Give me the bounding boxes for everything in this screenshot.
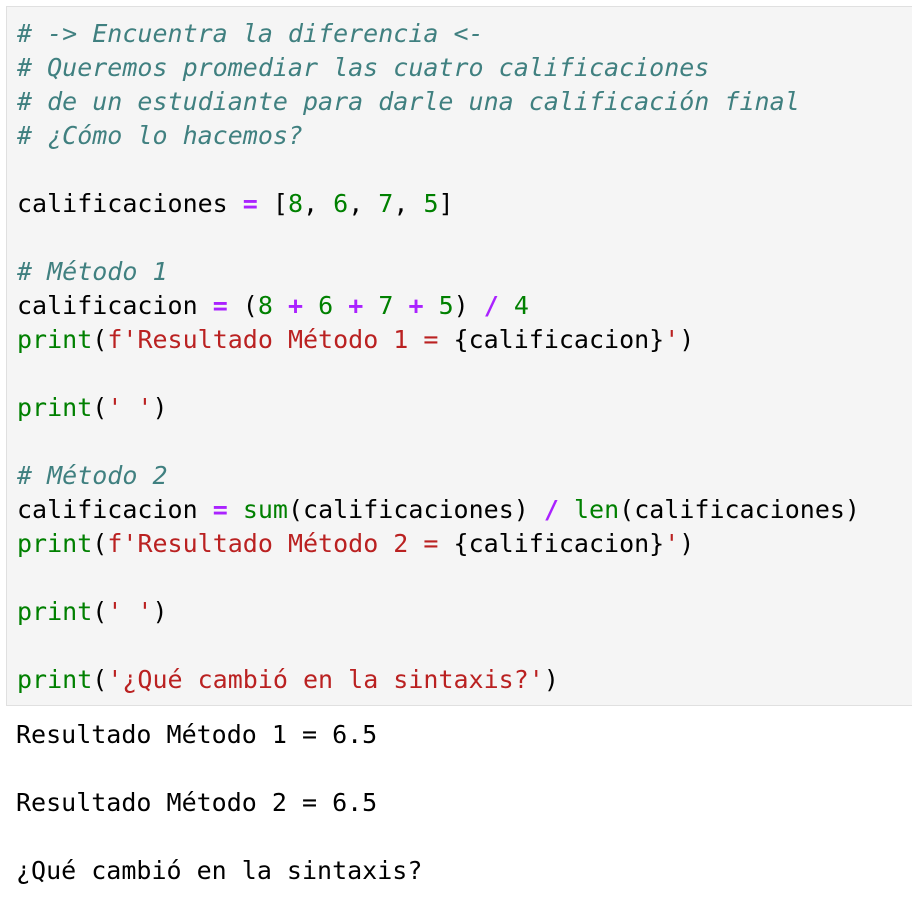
number: 4 xyxy=(513,291,529,320)
number: 5 xyxy=(438,291,454,320)
code-line-print-space-2: print(' ') xyxy=(17,597,168,626)
comment: # Método 1 xyxy=(17,257,168,286)
code-line-1: # -> Encuentra la diferencia <- xyxy=(17,17,860,51)
comment: # Método 2 xyxy=(17,461,168,490)
number: 5 xyxy=(423,189,439,218)
operator: + xyxy=(287,291,304,320)
string: Resultado Método 2 = xyxy=(137,529,454,558)
output-line-blank xyxy=(16,820,422,854)
code-line-print-question: print('¿Qué cambió en la sintaxis?') xyxy=(17,665,559,694)
number: 7 xyxy=(378,291,394,320)
code-line-blank xyxy=(17,357,860,391)
operator: = xyxy=(242,189,258,218)
interpolation: {calificacion} xyxy=(453,529,665,558)
output-line-1: Resultado Método 1 = 6.5 xyxy=(16,720,378,749)
number: 8 xyxy=(287,189,304,218)
code-line-method1-print: print(f'Resultado Método 1 = {calificaci… xyxy=(17,325,695,354)
code-line-blank xyxy=(17,629,860,663)
operator: + xyxy=(348,291,364,320)
builtin: print xyxy=(17,393,93,422)
code-line-blank xyxy=(17,221,860,255)
string: Resultado Método 1 = xyxy=(137,325,454,354)
code-cell[interactable]: # -> Encuentra la diferencia <- # Queremo… xyxy=(6,6,912,706)
string: ' ' xyxy=(107,597,153,626)
variable: calificacion xyxy=(17,291,198,320)
code-line-3: # de un estudiante para darle una califi… xyxy=(17,85,860,119)
string: ' ' xyxy=(107,393,153,422)
code-line-comment-method1: # Método 1 xyxy=(17,255,860,289)
output-line-2: Resultado Método 2 = 6.5 xyxy=(16,788,378,817)
builtin: print xyxy=(17,529,93,558)
operator: + xyxy=(408,291,424,320)
number: 6 xyxy=(333,189,349,218)
variable: calificaciones xyxy=(303,495,514,524)
builtin: sum xyxy=(242,495,288,524)
string: f' xyxy=(107,529,138,558)
code-line-method1-calc: calificacion = (8 + 6 + 7 + 5) / 4 xyxy=(17,291,529,320)
operator: = xyxy=(212,291,228,320)
comment: # ¿Cómo lo hacemos? xyxy=(17,121,303,150)
number: 8 xyxy=(257,291,273,320)
code-line-method2-print: print(f'Resultado Método 2 = {calificaci… xyxy=(17,529,695,558)
code-line-list: calificaciones = [8, 6, 7, 5] xyxy=(17,189,454,218)
comment: # Queremos promediar las cuatro califica… xyxy=(17,53,710,82)
code-line-4: # ¿Cómo lo hacemos? xyxy=(17,119,860,153)
number: 6 xyxy=(318,291,334,320)
variable: calificaciones xyxy=(17,189,228,218)
string: f' xyxy=(107,325,138,354)
output-line-blank xyxy=(16,752,422,786)
code-line-blank xyxy=(17,561,860,595)
comment: # -> Encuentra la diferencia <- xyxy=(17,19,484,48)
code-line-2: # Queremos promediar las cuatro califica… xyxy=(17,51,860,85)
string: ' xyxy=(664,325,680,354)
code-line-blank xyxy=(17,425,860,459)
builtin: print xyxy=(17,665,93,694)
output-line-3: ¿Qué cambió en la sintaxis? xyxy=(16,856,423,885)
operator: / xyxy=(483,291,499,320)
number: 7 xyxy=(378,189,394,218)
builtin: len xyxy=(573,495,620,524)
code-line-method2-calc: calificacion = sum(calificaciones) / len… xyxy=(17,495,860,524)
variable: calificaciones xyxy=(634,495,845,524)
comment: # de un estudiante para darle una califi… xyxy=(17,87,800,116)
operator: = xyxy=(212,495,228,524)
builtin: print xyxy=(17,325,93,354)
code-editor[interactable]: # -> Encuentra la diferencia <- # Queremo… xyxy=(17,17,860,697)
interpolation: {calificacion} xyxy=(453,325,665,354)
code-line-comment-method2: # Método 2 xyxy=(17,459,860,493)
builtin: print xyxy=(17,597,93,626)
code-line-blank xyxy=(17,153,860,187)
variable: calificacion xyxy=(17,495,198,524)
string: ' xyxy=(664,529,680,558)
string: '¿Qué cambió en la sintaxis?' xyxy=(107,665,544,694)
code-line-print-space-1: print(' ') xyxy=(17,393,168,422)
operator: / xyxy=(543,495,559,524)
